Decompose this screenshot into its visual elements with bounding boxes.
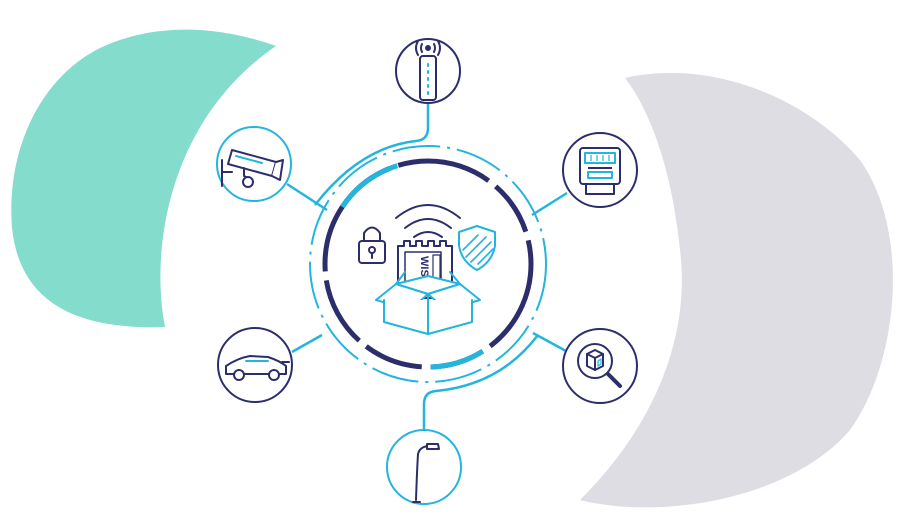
hub-rings	[309, 145, 547, 383]
padlock-icon	[358, 226, 386, 264]
background-shapes	[11, 29, 893, 508]
wifi-router-icon	[415, 40, 441, 101]
shield-icon	[458, 225, 496, 271]
smart-meter-icon	[579, 147, 621, 195]
device-nodes	[216, 38, 638, 505]
device-inspect	[562, 328, 638, 404]
device-camera	[216, 126, 292, 202]
inner-navy-ring	[322, 158, 534, 370]
open-box-icon	[375, 271, 481, 335]
wifi-signal-icon	[395, 204, 461, 238]
connector-router	[314, 103, 430, 206]
outer-dashed-ring	[309, 145, 547, 383]
device-router	[395, 38, 461, 104]
device-streetlight	[386, 429, 462, 505]
connector-car	[291, 333, 323, 354]
teal-crescent	[11, 29, 277, 328]
connectors	[286, 103, 568, 434]
gray-crescent	[580, 72, 893, 508]
hub-center: WISe	[358, 204, 496, 335]
device-meter	[562, 132, 638, 208]
connector-meter	[531, 191, 568, 217]
car-icon	[225, 355, 290, 381]
package-inspect-icon	[577, 343, 622, 388]
streetlight-icon	[412, 443, 440, 503]
connector-camera	[286, 182, 328, 212]
device-car	[217, 327, 293, 403]
connector-streetlight	[422, 334, 539, 434]
security-camera-icon	[221, 149, 284, 188]
